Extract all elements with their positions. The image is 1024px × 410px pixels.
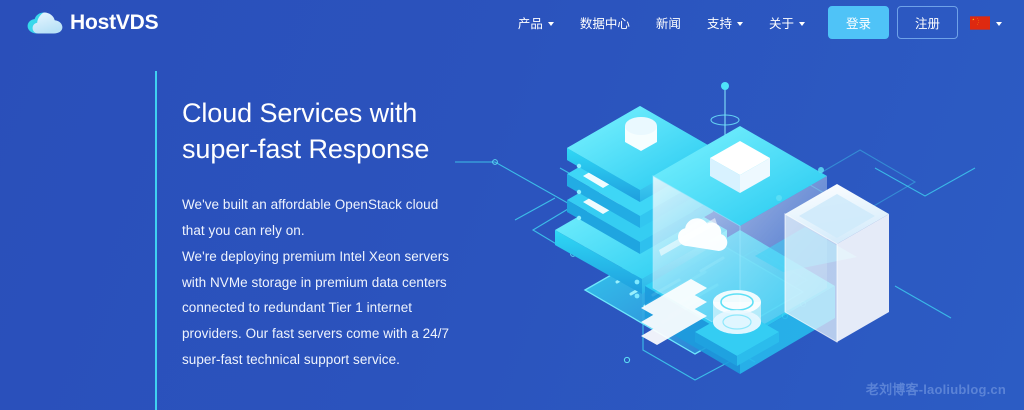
nav-item-products[interactable]: 产品 bbox=[505, 7, 567, 38]
chevron-down-icon bbox=[798, 21, 805, 26]
register-button[interactable]: 注册 bbox=[896, 6, 958, 39]
watermark: 老刘博客-laoliublog.cn bbox=[865, 382, 1006, 397]
chevron-down-icon bbox=[736, 21, 743, 26]
hero-paragraph-line: providers. Our fast servers come with a … bbox=[182, 326, 450, 342]
translucent-tower-box bbox=[755, 167, 889, 343]
nav-item-news[interactable]: 新闻 bbox=[643, 7, 694, 38]
nav-item-about[interactable]: 关于 bbox=[756, 7, 818, 38]
database-cylinder bbox=[695, 290, 779, 366]
isometric-cloud-infrastructure-illustration bbox=[455, 50, 1015, 410]
page-title: Cloud Services with super-fast Response bbox=[182, 96, 482, 168]
logo[interactable]: HostVDS bbox=[27, 11, 159, 34]
logo-text: HostVDS bbox=[70, 11, 159, 34]
hero-paragraph-line: We're deploying premium Intel Xeon serve… bbox=[182, 248, 450, 264]
login-button[interactable]: 登录 bbox=[827, 6, 889, 39]
nav-item-label: 新闻 bbox=[655, 17, 681, 31]
hero-paragraph-line: connected to redundant Tier 1 internet bbox=[182, 300, 413, 316]
chevron-down-icon bbox=[996, 21, 1002, 26]
nav-item-label: 数据中心 bbox=[579, 17, 630, 31]
hero-paragraph-line: with NVMe storage in premium data center… bbox=[182, 274, 447, 290]
china-flag-icon bbox=[970, 15, 990, 30]
nav-item-label: 产品 bbox=[517, 17, 543, 31]
hero-accent-line bbox=[155, 71, 157, 410]
hero-section: Cloud Services with super-fast Response … bbox=[182, 96, 482, 373]
hero-paragraph-line: that you can rely on. bbox=[182, 222, 305, 238]
hero-title-line-2: super-fast Response bbox=[182, 133, 430, 164]
hero-paragraph: We've built an affordable OpenStack clou… bbox=[182, 192, 482, 373]
hero-paragraph-line: super-fast technical support service. bbox=[182, 352, 400, 368]
nav-item-support[interactable]: 支持 bbox=[694, 7, 756, 38]
main-navigation: 产品 数据中心 新闻 支持 关于 登录 注册 bbox=[505, 6, 1002, 39]
cloud-icon bbox=[27, 12, 63, 33]
chevron-down-icon bbox=[547, 21, 554, 26]
nav-item-label: 支持 bbox=[706, 17, 732, 31]
hero-title-line-1: Cloud Services with bbox=[182, 98, 418, 128]
nav-item-label: 关于 bbox=[768, 17, 794, 31]
language-selector[interactable] bbox=[970, 15, 1002, 30]
site-header: HostVDS 产品 数据中心 新闻 支持 关于 登录 注册 bbox=[0, 0, 1024, 45]
hero-paragraph-line: We've built an affordable OpenStack clou… bbox=[182, 196, 439, 212]
nav-item-data-centers[interactable]: 数据中心 bbox=[567, 7, 643, 38]
